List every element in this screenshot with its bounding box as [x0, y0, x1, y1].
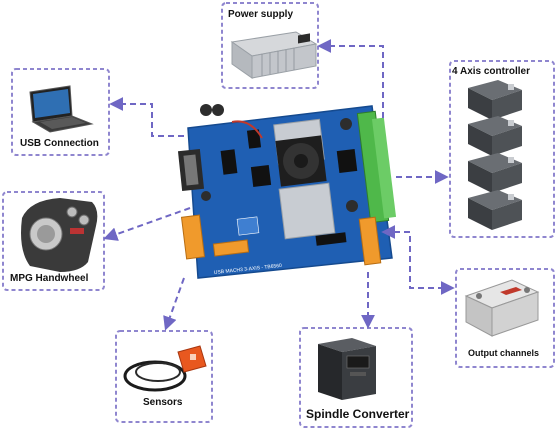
power-supply-panel: Power supply: [221, 2, 319, 89]
power-supply-unit-icon: [230, 31, 318, 79]
stepper-motor-icon: [468, 153, 522, 193]
usb-connection-label: USB Connection: [20, 138, 99, 149]
sensors-label: Sensors: [143, 397, 183, 408]
connector-sensors: [163, 277, 185, 331]
mpg-handwheel-label: MPG Handwheel: [10, 273, 89, 284]
solid-state-relay-icon: [464, 279, 540, 337]
usb-connection-panel: USB Connection: [11, 68, 110, 156]
connectors: [103, 39, 455, 331]
output-channels-label: Output channels: [468, 348, 539, 358]
sensors-box: [115, 330, 213, 423]
mpg-handwheel-icon: [21, 198, 98, 272]
connector-power-supply: [317, 39, 384, 118]
proximity-sensor-icon: [123, 345, 207, 392]
stepper-motor-icon: [468, 116, 522, 156]
axis-controller-label: 4 Axis controller: [452, 66, 530, 77]
spindle-converter-label: Spindle Converter: [306, 407, 410, 421]
spindle-converter-panel: Spindle Converter: [299, 327, 413, 428]
mpg-handwheel-panel: MPG Handwheel: [2, 191, 105, 291]
spindle-inverter-icon: [318, 338, 376, 400]
controller-board-icon: USB MACH3 3-AXIS - TB6560: [177, 104, 397, 279]
sensors-panel: Sensors: [115, 330, 213, 423]
power-supply-label: Power supply: [228, 9, 293, 20]
connector-mpg-handwheel: [103, 207, 191, 241]
connector-output-channels: [381, 225, 455, 295]
stepper-motor-icon: [468, 190, 522, 230]
connector-usb: [109, 97, 184, 137]
laptop-icon: [29, 85, 94, 133]
axis-controller-panel: 4 Axis controller: [449, 60, 555, 238]
stepper-motor-icon: [468, 80, 522, 120]
output-channels-panel: Output channels: [455, 268, 555, 368]
